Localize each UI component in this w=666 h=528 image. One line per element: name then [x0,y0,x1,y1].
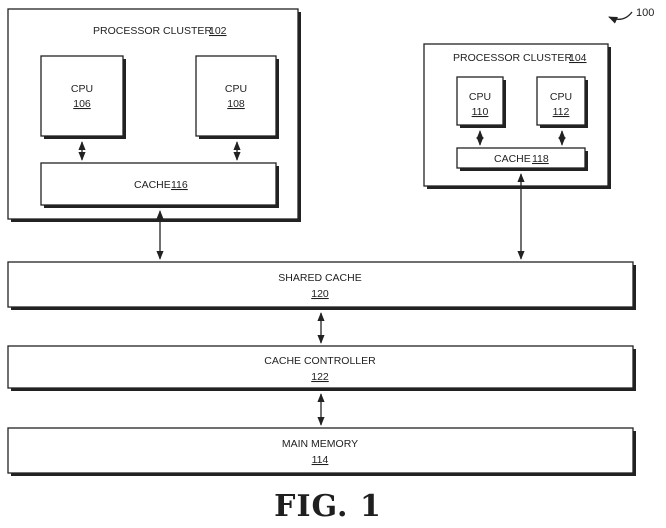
processor-cluster-104-ref: 104 [569,52,587,64]
cpu-106-ref: 106 [73,98,91,110]
cpu-110: CPU 110 [456,76,506,128]
main-memory-114: MAIN MEMORY 114 [7,427,636,476]
figure-reference-leader [608,11,633,24]
figure-reference: 100 [608,7,654,24]
figure-number: 100 [636,7,654,19]
cpu-108: CPU 108 [195,55,279,139]
cpu-110-label: CPU [469,91,491,103]
cpu-112-ref: 112 [553,106,570,118]
cpu-112-label: CPU [550,91,572,103]
shared-cache-label: SHARED CACHE [278,272,361,284]
cpu-106-label: CPU [71,83,93,95]
processor-cluster-104-label: PROCESSOR CLUSTER [453,52,572,64]
cpu-108-label: CPU [225,83,247,95]
cache-116: CACHE 116 [40,162,279,208]
cache-controller-122: CACHE CONTROLLER 122 [7,345,636,391]
cpu-108-ref: 108 [227,98,245,110]
main-memory-label: MAIN MEMORY [282,438,358,450]
cache-controller-ref: 122 [311,371,329,383]
figure-caption: FIG. 1 [274,489,382,524]
shared-cache-ref: 120 [311,288,329,300]
cpu-112: CPU 112 [536,76,588,128]
cpu-110-ref: 110 [472,106,489,118]
main-memory-ref: 114 [312,454,329,466]
cache-controller-label: CACHE CONTROLLER [264,355,376,367]
cpu-106: CPU 106 [40,55,126,139]
cache-116-label: CACHE [134,179,171,191]
cache-116-ref: 116 [171,179,188,191]
cache-118-label: CACHE [494,153,531,165]
processor-cluster-102-ref: 102 [209,25,227,37]
processor-cluster-102-label: PROCESSOR CLUSTER [93,25,212,37]
cache-118-ref: 118 [532,153,549,165]
shared-cache-120: SHARED CACHE 120 [7,261,636,310]
cache-118: CACHE 118 [456,147,588,171]
